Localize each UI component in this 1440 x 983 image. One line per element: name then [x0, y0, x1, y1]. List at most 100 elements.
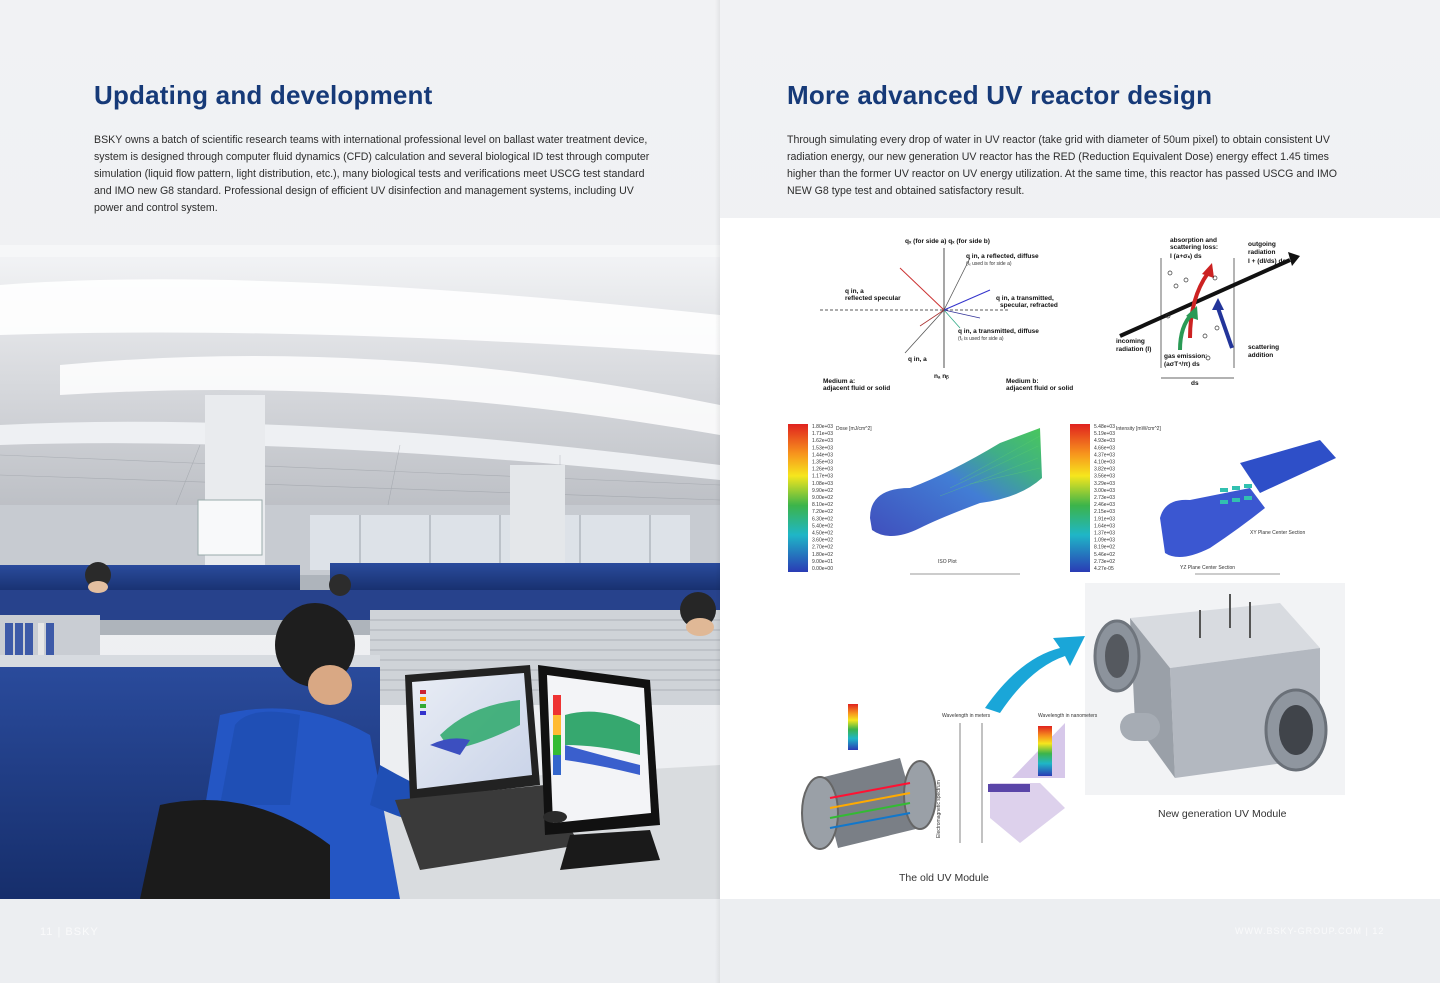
intensity-tick-label: 4.66e+03	[1094, 445, 1115, 451]
diag2-incoming: incoming	[1116, 338, 1145, 345]
cfd-xy-label: XY Plane Center Section	[1250, 530, 1305, 536]
diag2-outgoing3: I + (dI/ds) ds	[1248, 258, 1286, 265]
cfd-dose-plot: Dose [mJ/cm^2] 1.80e+031.71e+031.62e+031…	[788, 424, 1042, 575]
diag1-trans-spec2: specular, refracted	[1000, 302, 1058, 309]
diag2-outgoing2: radiation	[1248, 249, 1275, 256]
intensity-tick-label: 1.37e+03	[1094, 531, 1115, 537]
diag2-scattering: scattering	[1248, 344, 1279, 351]
spectrum-axis-label: Electromagnetic spectrum	[936, 780, 942, 838]
dose-tick-label: 9.90e+02	[812, 488, 833, 494]
dose-tick-label: 4.50e+02	[812, 531, 833, 537]
intensity-tick-label: 8.19e+02	[1094, 545, 1115, 551]
diag1-medium-b: Medium b:	[1006, 378, 1039, 385]
dose-tick-label: 7.20e+02	[812, 509, 833, 515]
left-paragraph-line: power and control system.	[94, 202, 218, 214]
diag1-n-labels: nₐ nᵦ	[934, 373, 949, 380]
intensity-tick-label: 3.82e+03	[1094, 467, 1115, 473]
spectrum-wavelength-nm: Wavelength in nanometers	[1038, 713, 1098, 719]
diag1-medium-b2: adjacent fluid or solid	[1006, 385, 1073, 392]
intensity-tick-label: 1.91e+03	[1094, 516, 1115, 522]
right-paragraph: Through simulating every drop of water i…	[787, 132, 1377, 200]
diag1-medium-a: Medium a:	[823, 378, 855, 385]
intensity-tick-label: 2.73e+03	[1094, 495, 1115, 501]
intensity-tick-label: 4.27e-05	[1094, 566, 1114, 572]
left-paragraph: BSKY owns a batch of scientific research…	[94, 132, 674, 217]
reactor-figures: qₓ (for side a) qₓ (for side b) q in, a …	[720, 218, 1440, 899]
dose-tick-label: 9.00e+01	[812, 559, 833, 565]
cfd-dose-title: Dose [mJ/cm^2]	[836, 426, 872, 432]
dose-tick-label: 1.26e+03	[812, 467, 833, 473]
intensity-tick-label: 1.09e+03	[1094, 538, 1115, 544]
electromagnetic-spectrum-chart: Electromagnetic spectrum Wavelength in m…	[936, 713, 1098, 843]
intensity-tick-label: 4.10e+03	[1094, 460, 1115, 466]
cfd-yz-label: YZ Plane Center Section	[1180, 565, 1235, 571]
diag1-q-in: q in, a	[908, 356, 927, 363]
dose-tick-label: 1.17e+03	[812, 474, 833, 480]
right-paragraph-line: radiation energy, our new generation UV …	[787, 151, 1329, 163]
right-page-title: More advanced UV reactor design	[787, 80, 1213, 110]
dose-tick-label: 3.60e+02	[812, 538, 833, 544]
diag2-gas: gas emission:	[1164, 353, 1207, 360]
diag1-trans-diffuse: q in, a transmitted, diffuse	[958, 328, 1039, 335]
left-paragraph-line: system is designed through computer flui…	[94, 151, 650, 163]
office-photo	[0, 245, 720, 899]
left-paragraph-line: simulation (liquid flow pattern, light d…	[94, 168, 645, 180]
left-paragraph-line: and IMO new G8 standard. Professional de…	[94, 185, 634, 197]
left-paragraph-line: BSKY owns a batch of scientific research…	[94, 134, 648, 146]
dose-tick-label: 6.30e+02	[812, 516, 833, 522]
intensity-tick-label: 4.93e+03	[1094, 438, 1115, 444]
diag2-absorption2: scattering loss:	[1170, 244, 1218, 251]
diag1-refl-diffuse: q in, a reflected, diffuse	[966, 253, 1039, 260]
dose-tick-label: 1.71e+03	[812, 431, 833, 437]
radiative-transfer-diagram: absorption and scattering loss: I (a+σₛ)…	[1116, 237, 1300, 387]
diag2-outgoing: outgoing	[1248, 241, 1276, 248]
diag1-refl-diffuse2: (fₓ used is for side a)	[966, 261, 1012, 267]
intensity-tick-label: 5.19e+03	[1094, 431, 1115, 437]
diag2-incoming2: radiation (I)	[1116, 346, 1151, 353]
diag2-absorption: absorption and	[1170, 237, 1217, 244]
new-uv-module-image	[1085, 583, 1345, 795]
diag1-trans-spec: q in, a transmitted,	[996, 295, 1054, 302]
diag2-ds: ds	[1191, 380, 1199, 387]
cfd-intensity-plot: Intensity [mW/cm^2] 5.48e+035.19e+034.93…	[1070, 424, 1336, 575]
surface-radiation-diagram: qₓ (for side a) qₓ (for side b) q in, a …	[820, 238, 1073, 392]
dose-tick-label: 1.35e+03	[812, 460, 833, 466]
left-footer: 11 | BSKY	[40, 926, 99, 938]
right-paragraph-line: higher than the former UV reactor on UV …	[787, 168, 1337, 180]
dose-tick-label: 1.80e+03	[812, 424, 833, 430]
intensity-tick-label: 5.46e+02	[1094, 552, 1115, 558]
intensity-tick-label: 5.48e+03	[1094, 424, 1115, 430]
dose-tick-label: 8.10e+02	[812, 502, 833, 508]
caption-new-module: New generation UV Module	[1158, 808, 1287, 820]
dose-tick-label: 1.62e+03	[812, 438, 833, 444]
left-page-title: Updating and development	[94, 80, 433, 110]
intensity-tick-label: 2.46e+03	[1094, 502, 1115, 508]
intensity-tick-label: 2.15e+03	[1094, 509, 1115, 515]
intensity-tick-label: 4.37e+03	[1094, 452, 1115, 458]
dose-tick-label: 1.80e+02	[812, 552, 833, 558]
cfd-dose-label: ISO Plot	[938, 559, 957, 565]
diag2-absorption3: I (a+σₛ) ds	[1170, 253, 1202, 260]
upgrade-arrow	[985, 636, 1085, 713]
dose-tick-label: 1.53e+03	[812, 445, 833, 451]
right-paragraph-line: Through simulating every drop of water i…	[787, 134, 1330, 146]
diag1-top-label: qₓ (for side a) qₓ (for side b)	[905, 238, 990, 245]
old-uv-module-image	[801, 704, 937, 850]
diag1-refl-specular2: reflected specular	[845, 295, 901, 302]
left-page: Updating and development BSKY owns a bat…	[0, 0, 720, 983]
intensity-tick-label: 2.73e+02	[1094, 559, 1115, 565]
diag1-medium-a2: adjacent fluid or solid	[823, 385, 890, 392]
caption-old-module: The old UV Module	[899, 872, 989, 884]
diag1-trans-diffuse2: (fₓ is used for side a)	[958, 336, 1004, 342]
right-paragraph-line: NEW G8 type test and obtained satisfacto…	[787, 185, 1025, 197]
cfd-intensity-title: Intensity [mW/cm^2]	[1116, 426, 1161, 432]
intensity-tick-label: 3.00e+03	[1094, 488, 1115, 494]
right-footer: WWW.BSKY-GROUP.COM | 12	[1235, 926, 1385, 936]
dose-tick-label: 5.40e+02	[812, 523, 833, 529]
diag2-scattering2: addition	[1248, 352, 1273, 359]
intensity-tick-label: 3.29e+03	[1094, 481, 1115, 487]
intensity-tick-label: 1.64e+03	[1094, 523, 1115, 529]
dose-tick-label: 9.00e+02	[812, 495, 833, 501]
dose-tick-label: 0.00e+00	[812, 566, 833, 572]
spectrum-wavelength-m: Wavelength in meters	[942, 713, 991, 719]
